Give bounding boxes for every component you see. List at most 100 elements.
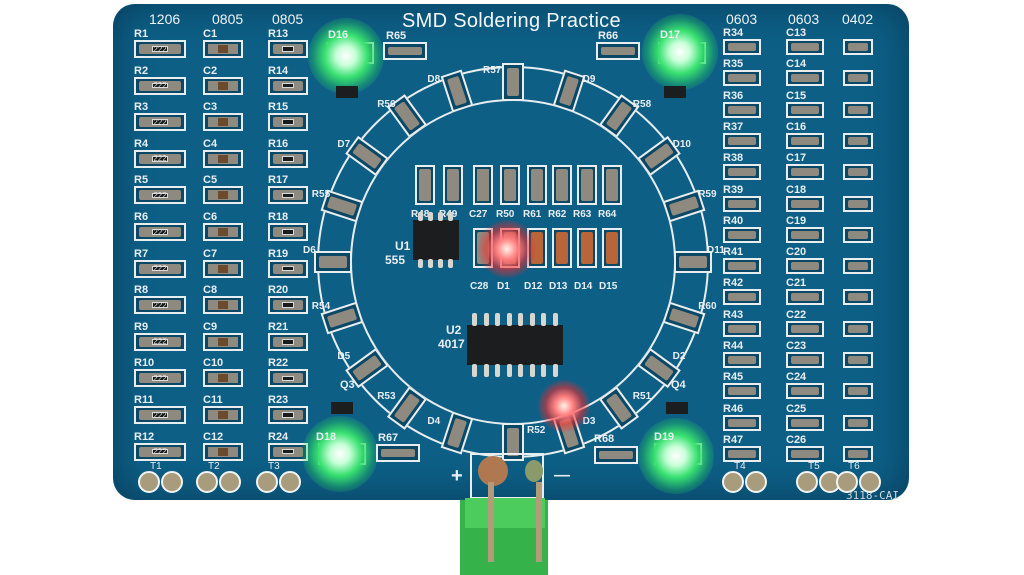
- test-point-hole[interactable]: [745, 471, 767, 493]
- column-header-0603-r: 0603: [726, 11, 758, 27]
- smd-pad: [843, 258, 873, 275]
- smd-pad: [843, 226, 873, 243]
- capacitor-pad: [203, 223, 243, 241]
- resistor-body: 222: [151, 190, 169, 200]
- smd-part: [791, 168, 819, 177]
- ic-pin: [506, 313, 512, 326]
- smd-part: [791, 356, 819, 364]
- resistor-body: [282, 119, 294, 125]
- smd-pad: [843, 352, 873, 368]
- component-label: R18: [268, 211, 289, 223]
- test-point-hole[interactable]: [722, 471, 744, 493]
- center-part-pad: [500, 165, 520, 205]
- led-d17-glow: [642, 14, 718, 90]
- led-d1-glow: [478, 220, 536, 278]
- ic-pin: [552, 313, 558, 326]
- resistor-body: [282, 375, 294, 382]
- resistor: 222: [139, 446, 181, 457]
- solder-joint-plus: [478, 456, 508, 486]
- ic-pin: [518, 313, 523, 326]
- smd-part: [791, 105, 819, 114]
- ring-part-label: D8: [427, 73, 441, 85]
- test-point-label: T2: [208, 461, 220, 472]
- resistor-pad: 222: [134, 259, 186, 278]
- test-point-label: T6: [848, 461, 860, 472]
- capacitor-pad: [203, 296, 243, 315]
- test-point-hole[interactable]: [138, 471, 160, 493]
- resistor-pad: 222: [134, 296, 186, 315]
- component-label: R12: [134, 430, 155, 443]
- ring-part-body: [319, 256, 347, 268]
- smd-pad: [723, 70, 761, 87]
- test-point-hole[interactable]: [836, 471, 858, 493]
- capacitor-body: [217, 447, 229, 456]
- capacitor: [208, 336, 238, 347]
- test-point-hole[interactable]: [196, 471, 218, 493]
- smd-part: [728, 449, 756, 458]
- smd-part: [791, 449, 819, 458]
- column-header-0603-c: 0603: [788, 11, 820, 27]
- smd-part: [728, 199, 756, 208]
- resistor: [273, 446, 303, 457]
- smd-part: [791, 418, 819, 427]
- ic-pin: [506, 364, 512, 377]
- test-point-hole[interactable]: [219, 471, 241, 493]
- ic-pin: [428, 212, 433, 221]
- component-label: R38: [723, 152, 744, 165]
- component-label: R36: [723, 89, 744, 102]
- capacitor-body: [217, 118, 229, 127]
- smd-pad: [786, 289, 824, 306]
- center-part-label: D14: [574, 281, 593, 292]
- smd-pad: [786, 320, 824, 337]
- transistor-q2: [664, 86, 686, 98]
- component-label: C7: [203, 247, 218, 260]
- ring-part-label: D3: [582, 416, 596, 428]
- center-part-pad: [602, 228, 622, 268]
- center-part: [581, 232, 593, 264]
- center-part-label: C28: [470, 281, 489, 292]
- smd-part: [728, 168, 756, 177]
- smd-pad: [843, 289, 873, 306]
- component-label: R45: [723, 371, 744, 384]
- resistor-body: 222: [151, 44, 169, 54]
- resistor-body: 222: [151, 300, 169, 310]
- resistor-pad: [268, 113, 308, 132]
- smd-pad: [723, 164, 761, 181]
- component-label: C4: [203, 137, 218, 150]
- ring-part-label: D2: [672, 350, 686, 362]
- component-label: R23: [268, 394, 289, 406]
- capacitor-pad: [203, 406, 243, 424]
- led-d16-label: D16: [328, 29, 349, 41]
- smd-part: [728, 418, 756, 427]
- component-label: R13: [268, 28, 289, 40]
- smd-part: [791, 136, 819, 145]
- capacitor: [208, 190, 238, 201]
- capacitor: [208, 446, 238, 457]
- center-part: [447, 169, 459, 201]
- smd-pad: [786, 195, 824, 212]
- test-point-hole[interactable]: [279, 471, 301, 493]
- led-d4-glow: [538, 380, 590, 432]
- capacitor-body: [217, 191, 229, 200]
- smd-part: [848, 449, 868, 458]
- component-label: R42: [723, 277, 744, 290]
- smd-pad: [786, 39, 824, 55]
- test-point-hole[interactable]: [256, 471, 278, 493]
- center-part: [606, 169, 618, 201]
- test-point-hole[interactable]: [161, 471, 183, 493]
- smd-part: [848, 262, 868, 271]
- smd-pad: [843, 320, 873, 337]
- test-point-hole[interactable]: [859, 471, 881, 493]
- center-part: [531, 169, 543, 201]
- center-part-pad: [577, 228, 597, 268]
- center-part-pad: [552, 165, 572, 205]
- test-point-hole[interactable]: [796, 471, 818, 493]
- ic-pin: [529, 364, 535, 377]
- smd-pad: [843, 70, 873, 87]
- capacitor: [208, 263, 238, 274]
- resistor: 222: [139, 117, 181, 128]
- smd-pad: [786, 226, 824, 243]
- ic-pin: [418, 259, 423, 268]
- smd-pad: [723, 352, 761, 368]
- resistor-pad: 222: [134, 223, 186, 241]
